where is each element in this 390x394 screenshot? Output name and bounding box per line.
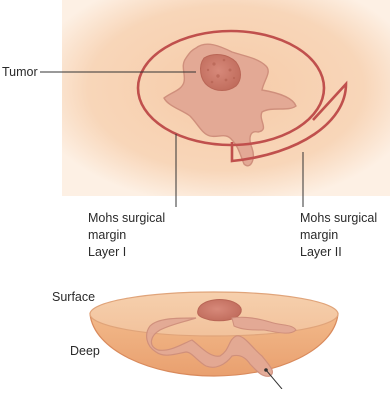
label-deep: Deep: [70, 343, 100, 360]
deep-margin-marker: [264, 368, 268, 372]
label-layer1-line3: Layer I: [88, 244, 165, 261]
label-layer1-line1: Mohs surgical: [88, 210, 165, 227]
label-layer1-line2: margin: [88, 227, 165, 244]
label-margin-layer-2: Mohs surgical margin Layer II: [300, 210, 377, 261]
label-tumor: Tumor: [2, 64, 38, 81]
label-surface: Surface: [52, 289, 95, 306]
label-layer2-line2: margin: [300, 227, 377, 244]
label-margin-layer-1: Mohs surgical margin Layer I: [88, 210, 165, 261]
label-layer2-line1: Mohs surgical: [300, 210, 377, 227]
deep-margin-leader: [266, 370, 282, 389]
label-layer2-line3: Layer II: [300, 244, 377, 261]
